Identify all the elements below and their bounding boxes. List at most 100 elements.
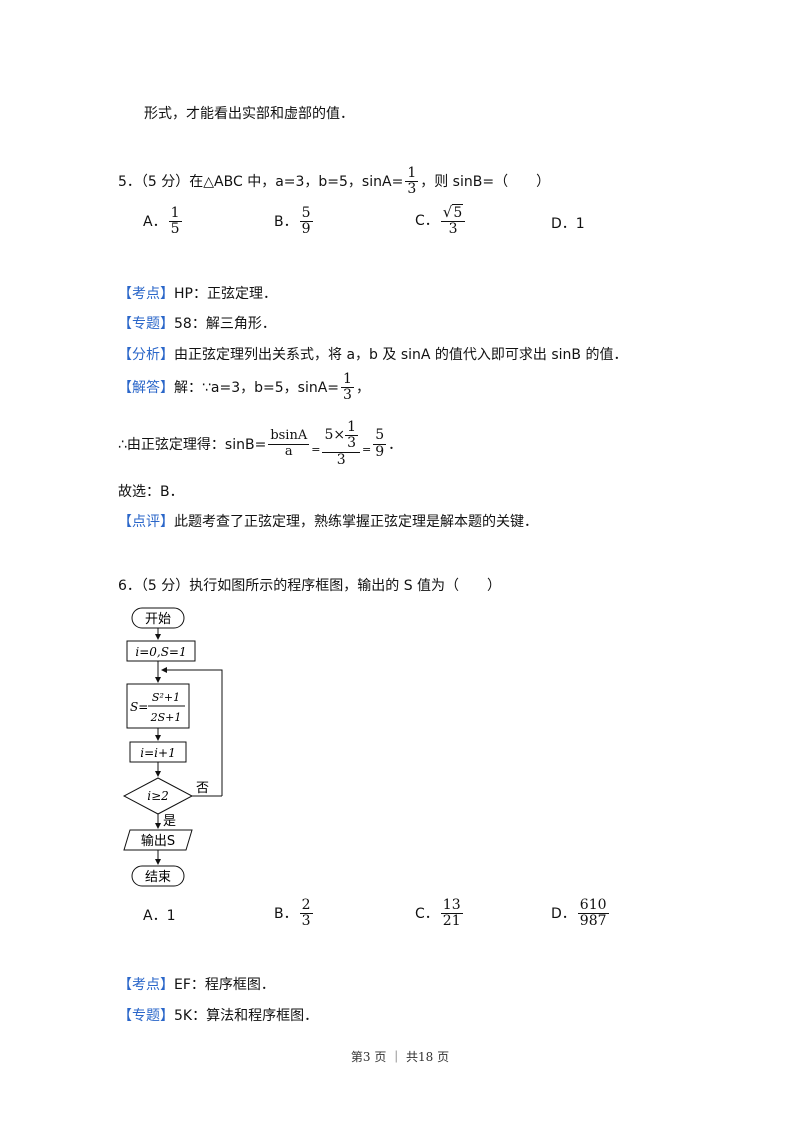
sqrt-expression: √5	[442, 203, 464, 221]
frac-den: 987	[579, 913, 607, 930]
frac-num: 5	[373, 427, 387, 445]
frac-den: 3	[343, 387, 352, 404]
frac-den: 3	[448, 221, 458, 238]
kaodian-tag: 【考点】	[118, 286, 174, 302]
equals-sign: =	[362, 442, 372, 456]
frac-den: 9	[301, 221, 311, 238]
assign-den: 2S+1	[150, 711, 182, 724]
solution-prefix: ∴由正弦定理得：sinB=	[118, 437, 267, 453]
frac-num: 1	[168, 205, 182, 223]
option-value: 1	[166, 908, 176, 924]
option-label: D．	[551, 905, 576, 922]
output-label: 输出S	[141, 833, 175, 849]
fenxi-tag: 【分析】	[118, 347, 174, 363]
q5-fenxi: 【分析】由正弦定理列出关系式，将 a，b 及 sinA 的值代入即可求出 sin…	[118, 345, 627, 365]
q5-option-d: D．1	[551, 213, 585, 233]
frac-den: a	[284, 443, 293, 459]
no-label: 否	[196, 781, 209, 796]
frac-num: 1	[341, 371, 354, 389]
frac-num: √5	[440, 203, 466, 223]
yes-label: 是	[163, 814, 176, 829]
zhuanti-text: 58：解三角形．	[174, 316, 276, 332]
q6-option-a: A．1	[143, 905, 176, 925]
zhuanti-tag: 【专题】	[118, 1008, 174, 1024]
output-parallelogram	[123, 829, 193, 851]
q5-stem-prefix: 5．（5 分）在△ABC 中，a=3，b=5，sinA=	[118, 173, 404, 190]
page-footer: 第3 页 ｜ 共18 页	[350, 1050, 450, 1064]
dianping-tag: 【点评】	[118, 514, 174, 530]
frac-num: 2	[299, 897, 313, 915]
frac-num: 610	[577, 897, 609, 915]
start-label: 开始	[145, 612, 171, 627]
assign-num: S²+1	[152, 691, 180, 704]
dianping-text: 此题考查了正弦定理，熟练掌握正弦定理是解本题的关键．	[174, 514, 538, 530]
kaodian-tag: 【考点】	[118, 977, 174, 993]
init-label: i=0,S=1	[135, 645, 186, 659]
frac-den: 21	[442, 913, 461, 930]
increment-label: i=i+1	[140, 746, 175, 760]
option-label: C．	[415, 212, 439, 229]
frac-den: 3	[336, 451, 346, 468]
sqrt-radicand: 5	[452, 204, 464, 221]
loop-back-arrow	[161, 667, 223, 796]
q5-choice: 故选：B．	[118, 484, 184, 500]
frac-den: 5	[170, 221, 180, 238]
intro-line: 形式，才能看出实部和虚部的值．	[144, 106, 354, 122]
flowchart: 开始 i=0,S=1 S= S²+1 2S+1 i=i+1 i≥2 否 是 输出…	[122, 607, 223, 887]
frac-num: 1	[405, 165, 419, 183]
q5-zhuanti: 【专题】58：解三角形．	[118, 314, 276, 334]
frac-num-lead: 5×	[324, 427, 346, 444]
equals-sign: =	[311, 442, 321, 456]
decision-label: i≥2	[147, 789, 169, 803]
end-label: 结束	[145, 870, 171, 885]
frac-den: 3	[301, 913, 311, 930]
q5-kaodian: 【考点】HP：正弦定理．	[118, 284, 277, 304]
frac-num: 5	[299, 205, 313, 223]
option-label: B．	[274, 905, 298, 922]
option-label: C．	[415, 905, 439, 922]
zhuanti-text: 5K：算法和程序框图．	[174, 1008, 319, 1024]
kaodian-text: EF：程序框图．	[174, 977, 275, 993]
jieda-tag: 【解答】	[118, 379, 174, 396]
frac-den: 3	[407, 181, 417, 198]
kaodian-text: HP：正弦定理．	[174, 286, 277, 302]
option-label: A．	[143, 213, 167, 230]
end-terminal	[131, 865, 185, 887]
q5-dianping: 【点评】此题考查了正弦定理，熟练掌握正弦定理是解本题的关键．	[118, 512, 538, 532]
zhuanti-tag: 【专题】	[118, 316, 174, 332]
option-label: A．	[143, 908, 167, 924]
q6-zhuanti: 【专题】5K：算法和程序框图．	[118, 1006, 318, 1026]
frac-num: 13	[440, 897, 463, 915]
fenxi-text: 由正弦定理列出关系式，将 a，b 及 sinA 的值代入即可求出 sinB 的值…	[174, 347, 628, 363]
init-box	[126, 640, 196, 662]
frac-num: bsinA	[268, 428, 310, 445]
jieda-text: 解：∵a=3，b=5，sinA=	[174, 379, 340, 396]
option-label: D．	[551, 216, 576, 232]
q5-stem-suffix: ，则 sinB=（ ）	[420, 173, 551, 190]
frac-den: 3	[347, 435, 357, 452]
frac-num: 1	[345, 418, 359, 437]
jieda-suffix: ，	[355, 379, 370, 396]
q6-stem: 6．（5 分）执行如图所示的程序框图，输出的 S 值为（ ）	[118, 578, 502, 594]
